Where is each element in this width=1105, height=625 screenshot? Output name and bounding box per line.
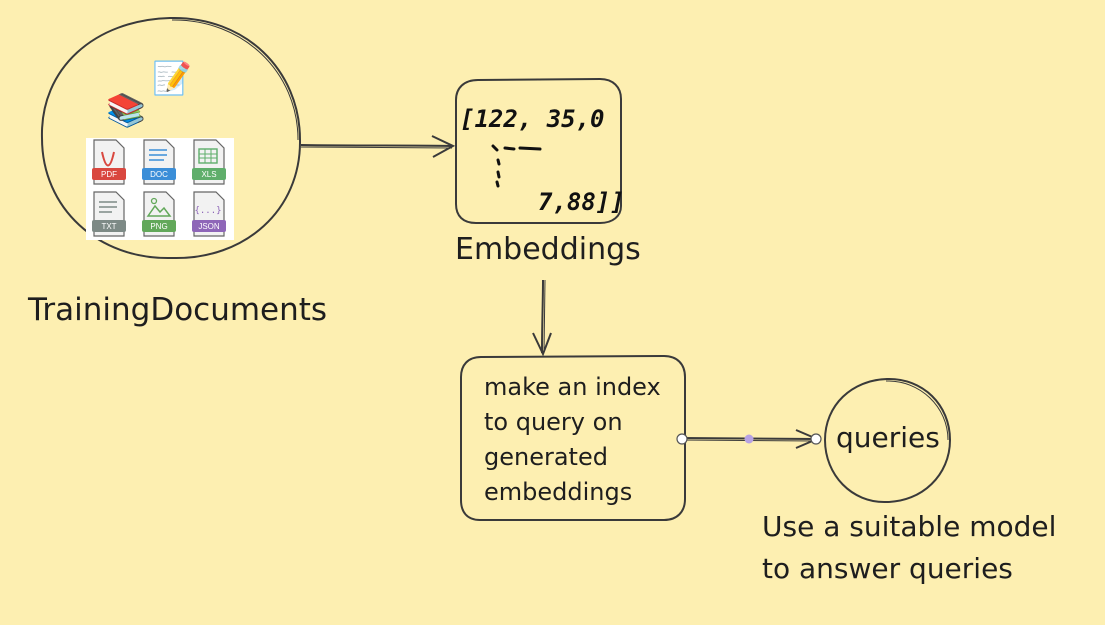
arrow-docs-to-embeddings bbox=[300, 135, 456, 158]
embeddings-label: Embeddings bbox=[455, 232, 641, 267]
svg-text:PNG: PNG bbox=[150, 222, 167, 231]
connector-midpoint-handle[interactable] bbox=[744, 434, 754, 444]
txt-file-icon: TXT bbox=[92, 191, 126, 237]
svg-text:TXT: TXT bbox=[101, 222, 116, 231]
svg-text:JSON: JSON bbox=[198, 222, 220, 231]
file-types-image: PDF DOC XLS TXT PNG bbox=[86, 138, 234, 240]
queries-circle bbox=[823, 377, 952, 504]
svg-text:PDF: PDF bbox=[101, 170, 117, 179]
xls-file-icon: XLS bbox=[192, 139, 226, 185]
png-file-icon: PNG bbox=[142, 191, 176, 237]
embeddings-box bbox=[455, 77, 622, 224]
svg-text:DOC: DOC bbox=[150, 170, 168, 179]
svg-text:XLS: XLS bbox=[201, 170, 216, 179]
queries-label: queries bbox=[836, 421, 940, 454]
training-documents-label: TrainingDocuments bbox=[28, 292, 328, 328]
answer-queries-text: Use a suitable model to answer queries bbox=[762, 510, 1057, 585]
json-file-icon: {...} JSON bbox=[192, 191, 226, 237]
books-icon: 📚 bbox=[106, 91, 146, 129]
svg-text:{...}: {...} bbox=[194, 206, 221, 216]
embeddings-sketch-top: [122, 35,0 bbox=[460, 105, 605, 133]
connector-end-handle[interactable] bbox=[810, 433, 822, 445]
doc-file-icon: DOC bbox=[142, 139, 176, 185]
index-box-text: make an index to query on generated embe… bbox=[484, 373, 661, 506]
connector-start-handle[interactable] bbox=[676, 433, 688, 445]
arrow-embeddings-to-index bbox=[532, 279, 552, 357]
documents-circle bbox=[40, 16, 302, 260]
memo-icon: 📝 bbox=[152, 59, 192, 97]
index-box bbox=[460, 354, 686, 521]
pdf-file-icon: PDF bbox=[92, 139, 126, 185]
embeddings-ellipsis bbox=[491, 144, 542, 188]
embeddings-sketch-bottom: 7,88]] bbox=[538, 188, 625, 216]
